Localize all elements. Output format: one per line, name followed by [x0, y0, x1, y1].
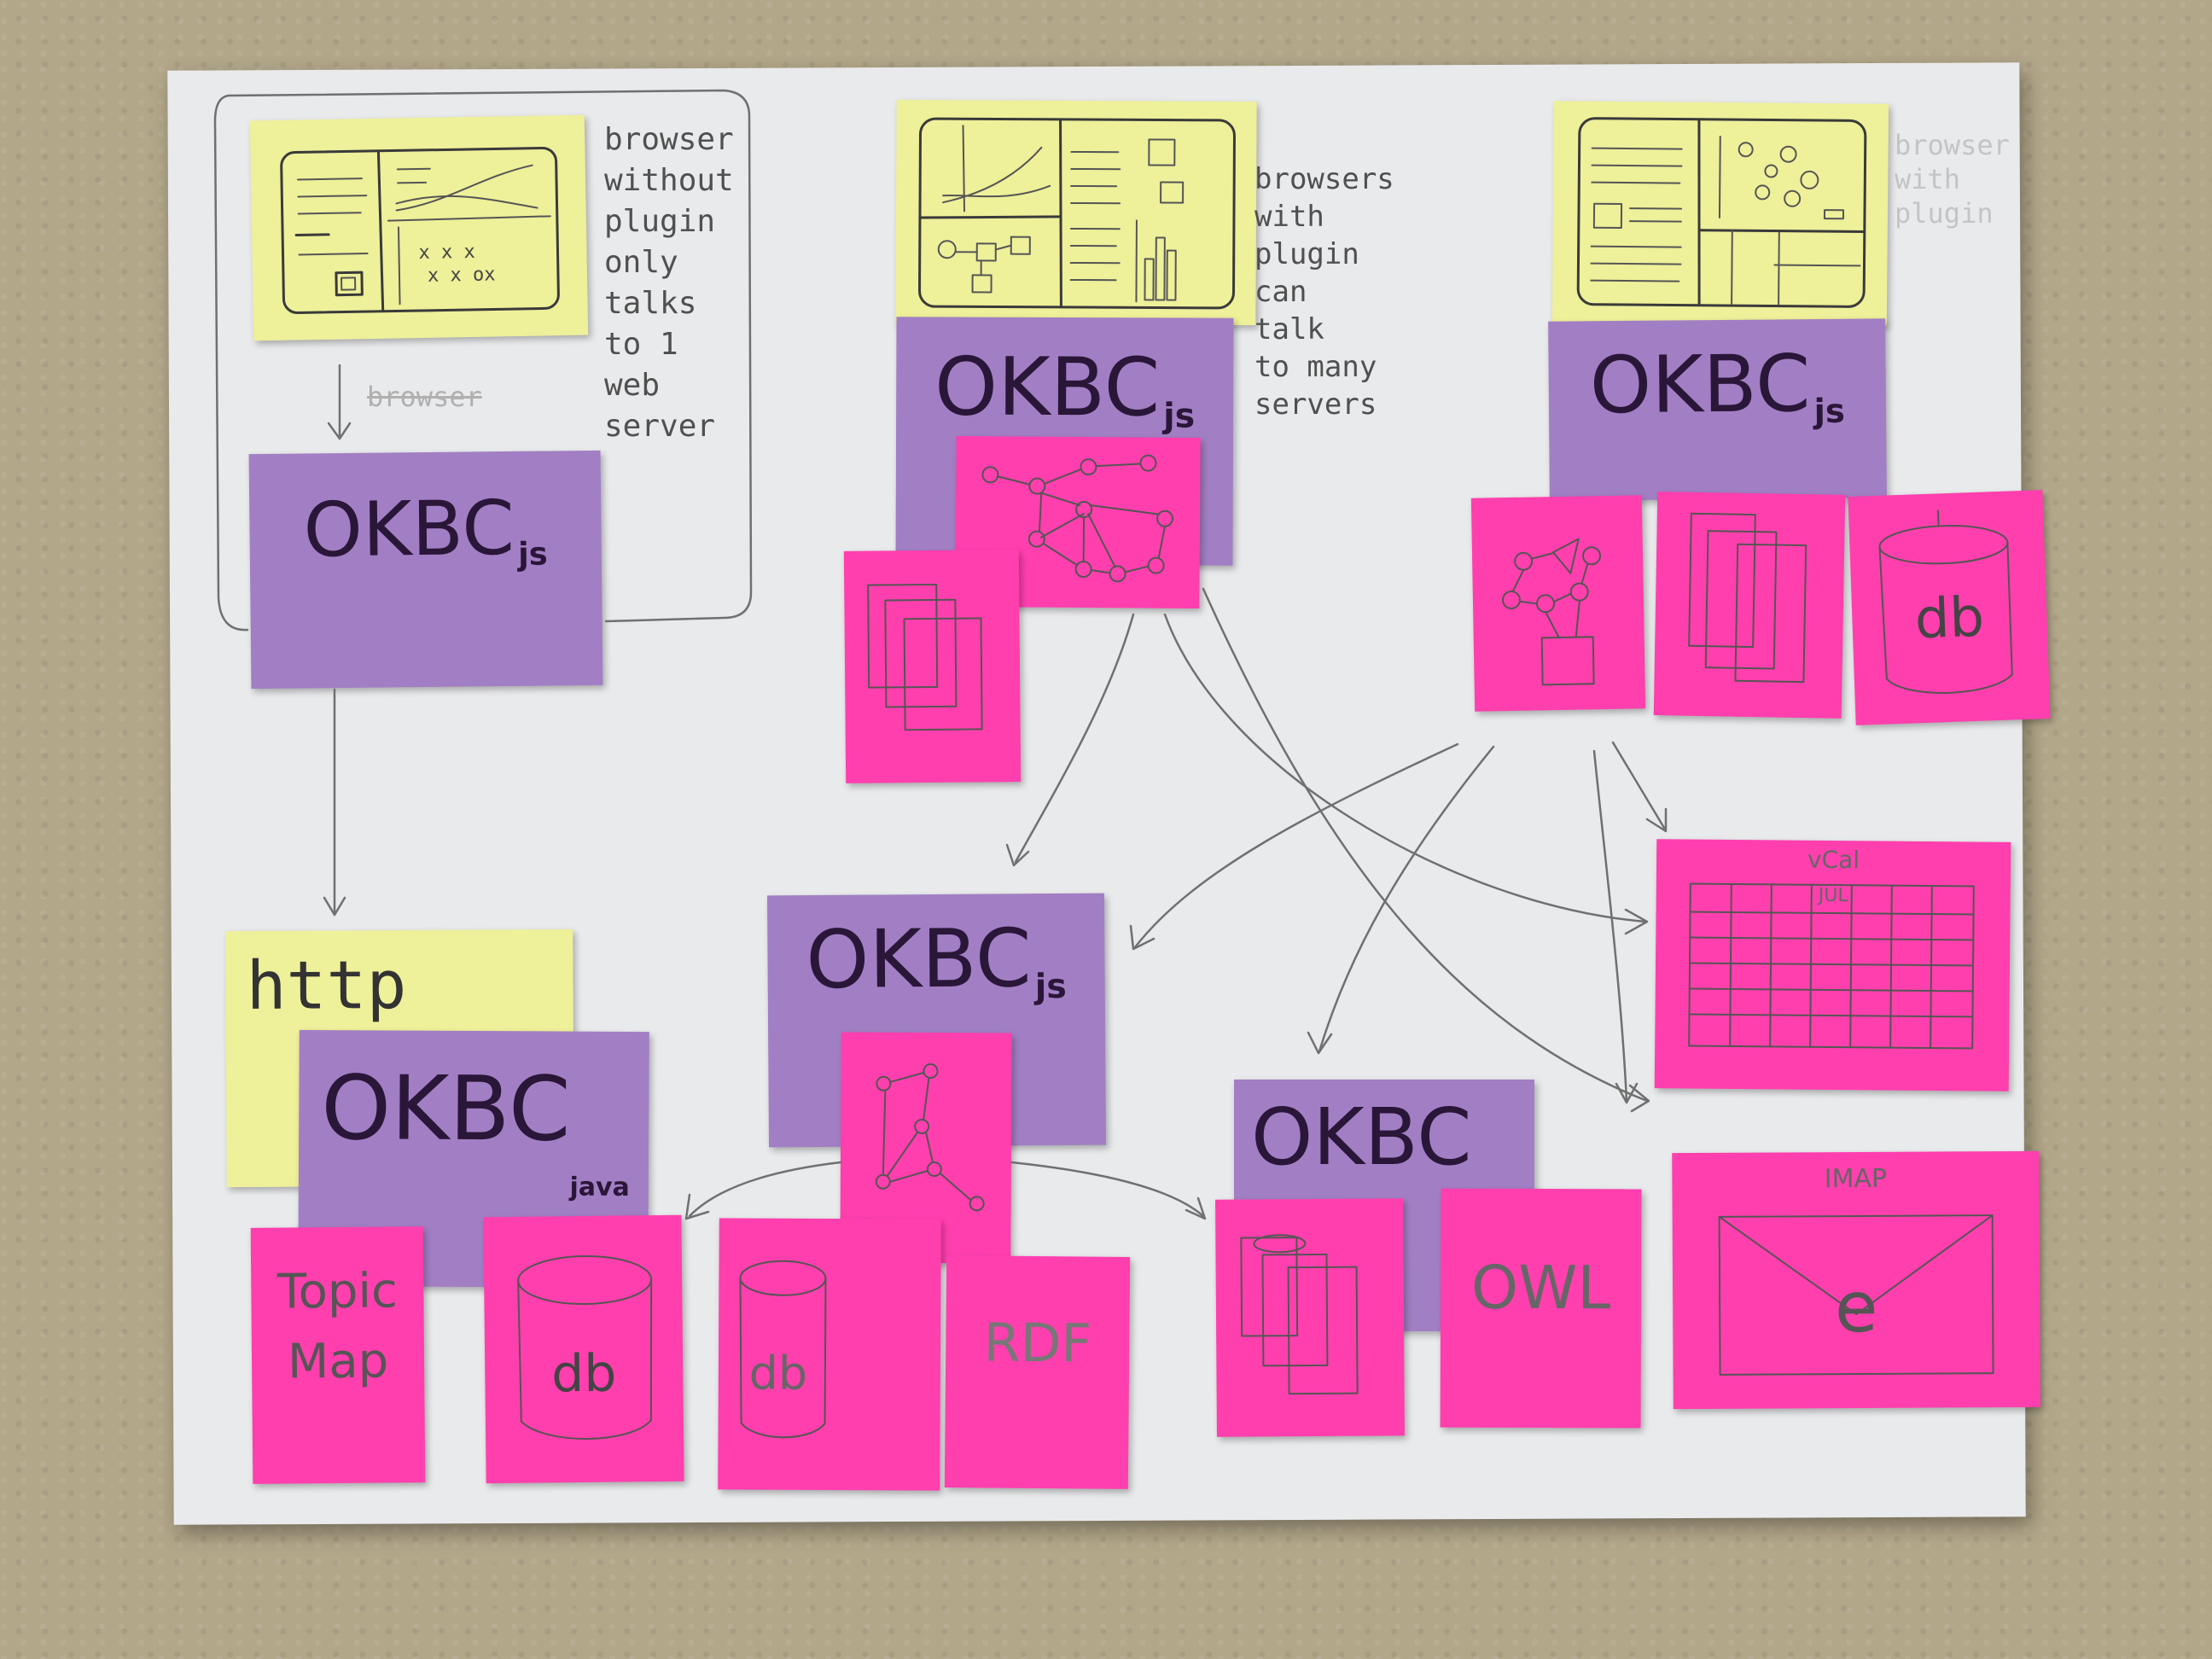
- documents-sketch-3: [1240, 1234, 1359, 1395]
- database-cylinder-sketch-2: [517, 1254, 653, 1440]
- calendar-note: vCal JUL: [1654, 839, 2011, 1091]
- okbc-js-label-2: OKBCjs: [934, 341, 1196, 436]
- topic-map-label: Topic Map: [276, 1263, 399, 1390]
- rdf-note: RDF: [944, 1255, 1131, 1489]
- okbc-js-box-3: OKBCjs: [1548, 318, 1887, 501]
- owl-note: OWL: [1440, 1188, 1642, 1429]
- java-suffix: java: [569, 1172, 630, 1202]
- browser-wireframe-sketch: x x x x x ox: [280, 146, 560, 315]
- okbc-js-box-1: OKBCjs: [248, 450, 603, 690]
- svg-text:x x ox: x x ox: [428, 264, 496, 286]
- envelope-sketch: [1718, 1214, 1994, 1376]
- database-store-note-2: db: [483, 1214, 684, 1484]
- browser-screen-note-2: [895, 99, 1257, 326]
- imap-note: IMAP e: [1672, 1150, 2040, 1410]
- topic-map-note: Topic Map: [250, 1226, 426, 1484]
- email-glyph: e: [1834, 1266, 1878, 1349]
- browser-without-plugin-note: browser without plugin only talks to 1 w…: [604, 122, 734, 444]
- imap-label: IMAP: [1824, 1163, 1888, 1195]
- documents-sketch-2: [1688, 512, 1807, 684]
- okbc-js-label: OKBCjs: [302, 483, 548, 574]
- graph-store-note-1: [955, 436, 1201, 608]
- owl-label: OWL: [1470, 1252, 1611, 1324]
- browser-wireframe-sketch-2: [918, 117, 1236, 310]
- graph-store-note-3: [840, 1032, 1012, 1264]
- network-graph-sketch: [981, 454, 1174, 583]
- rdf-label: RDF: [983, 1311, 1092, 1375]
- calendar-grid-sketch: [1688, 882, 1975, 1050]
- browser-wireframe-sketch-3: [1576, 117, 1867, 308]
- db-label-2: db: [550, 1343, 617, 1405]
- crossed-out-browser-label: browser: [367, 381, 482, 413]
- okbc-lisp-label: OKBC: [1251, 1091, 1472, 1183]
- svg-text:x x x: x x x: [418, 242, 475, 264]
- documents-sketch: [867, 583, 983, 731]
- http-label: http: [246, 946, 407, 1025]
- graph-sketch-2: [1501, 538, 1602, 686]
- documents-store-note-1: [843, 550, 1022, 783]
- jul-label: JUL: [1818, 884, 1848, 907]
- database-cylinder-sketch: [1878, 509, 2013, 694]
- browsers-with-plugin-note: browsers with plugin can talk to many se…: [1254, 162, 1394, 422]
- okbc-java-label: OKBC: [320, 1056, 571, 1161]
- db-label: db: [1913, 585, 1986, 652]
- db-label-3: db: [748, 1346, 808, 1400]
- browser-screen-note-1: x x x x x ox: [249, 114, 589, 341]
- vcal-label: vCal: [1807, 845, 1860, 875]
- documents-store-note-3: [1215, 1198, 1405, 1437]
- documents-store-note-2: [1653, 492, 1846, 719]
- browser-screen-note-3: [1551, 101, 1889, 326]
- database-store-note-1: db: [1848, 490, 2051, 725]
- graph-store-note-2: [1470, 495, 1646, 712]
- faint-browser-with-plugin-label: browser with plugin: [1895, 129, 2010, 230]
- graph-sketch-3: [875, 1063, 985, 1212]
- okbc-js-label-4: OKBCjs: [806, 912, 1067, 1008]
- okbc-js-label-3: OKBCjs: [1589, 338, 1846, 432]
- database-store-note-3: db: [718, 1218, 941, 1491]
- database-cylinder-sketch-3: [739, 1260, 827, 1439]
